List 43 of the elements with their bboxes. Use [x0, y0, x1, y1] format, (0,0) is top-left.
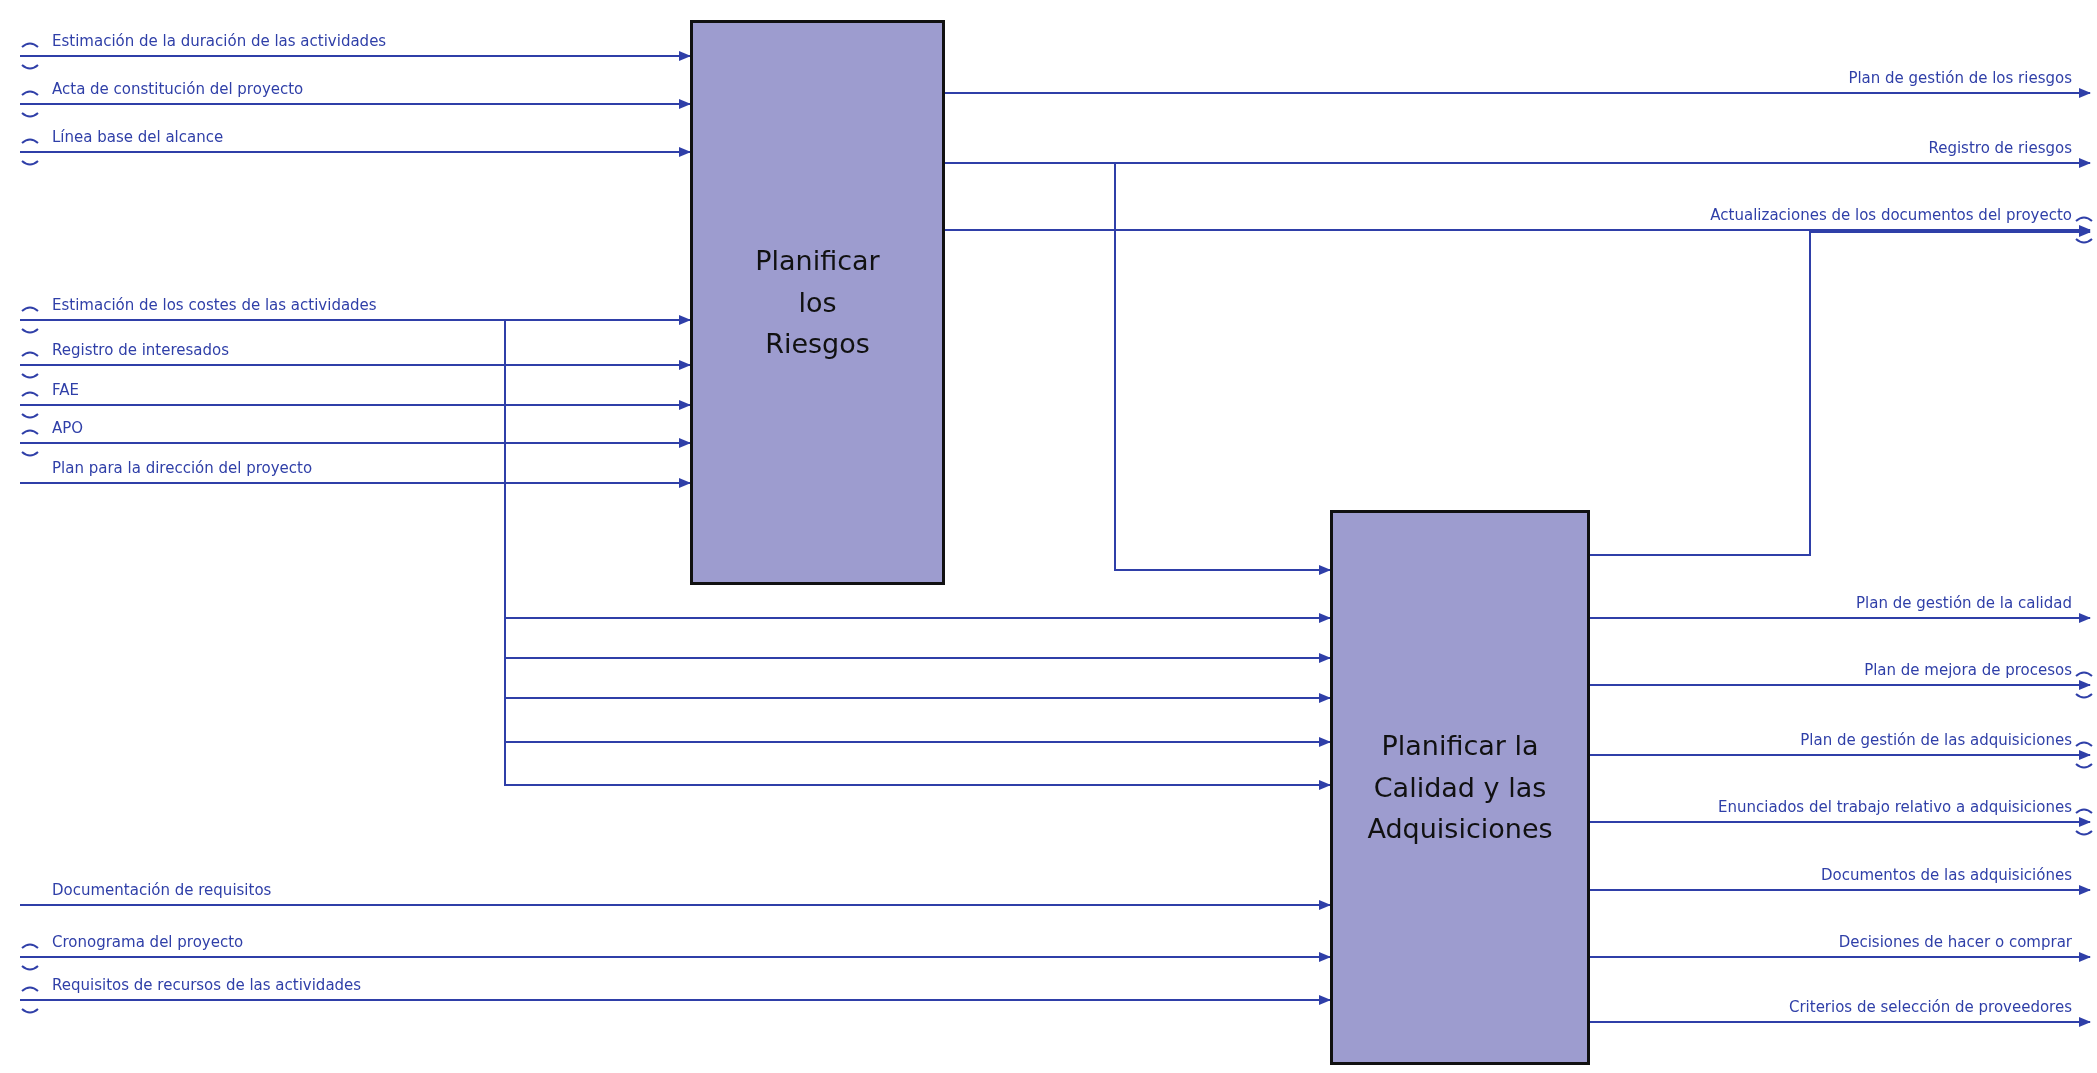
edge-label: Acta de constitución del proyecto: [52, 80, 304, 98]
edge-label: Línea base del alcance: [52, 128, 224, 146]
arrow: [19, 360, 691, 370]
arrow: [19, 99, 691, 109]
process-box: Planificar la Calidad y las Adquisiciones: [1330, 510, 1590, 1065]
arrow: [19, 478, 691, 488]
arrow: [1589, 952, 2091, 962]
edge-label: Criterios de selección de proveedores: [1788, 998, 2072, 1016]
arrow: [1589, 613, 2091, 623]
arrow: [1589, 817, 2091, 827]
edge-label: Actualizaciones de los documentos del proyecto: [1710, 206, 2072, 224]
arrow: [19, 51, 691, 61]
edge-label: Decisiones de hacer o comprar: [1838, 933, 2072, 951]
arrow: [1589, 1017, 2091, 1027]
edge-label: Documentos de las adquisiciónes: [1821, 866, 2072, 884]
edge-label: Cronograma del proyecto: [52, 933, 244, 951]
arrow: [504, 319, 1331, 623]
arrow: [19, 995, 1331, 1005]
arrow: [19, 400, 691, 410]
arrow: [19, 315, 691, 325]
edge-label: Estimación de los costes de las actividades: [52, 296, 377, 314]
edge-label: Plan de gestión de la calidad: [1856, 594, 2072, 612]
arrow: [1589, 885, 2091, 895]
arrow: [1589, 680, 2091, 690]
arrow: [19, 900, 1331, 910]
edge-label: FAE: [52, 381, 79, 399]
edge-label: Plan de mejora de procesos: [1864, 661, 2072, 679]
arrow: [1589, 750, 2091, 760]
process-box: Planificar los Riesgos: [690, 20, 945, 585]
edge-label: Plan de gestión de los riesgos: [1848, 69, 2072, 87]
edge-label: APO: [52, 419, 84, 437]
edge-label: Enunciados del trabajo relativo a adquisiciones: [1718, 798, 2072, 816]
arrow: [19, 438, 691, 448]
arrow: [19, 147, 691, 157]
edge-label: Requisitos de recursos de las actividades: [52, 976, 362, 994]
edge-label: Plan de gestión de las adquisiciones: [1800, 731, 2072, 749]
edge-label: Registro de riesgos: [1928, 139, 2072, 157]
arrow: [944, 88, 2091, 98]
edge-label: Registro de interesados: [52, 341, 230, 359]
edge-label: Documentación de requisitos: [52, 881, 272, 899]
edge-label: Estimación de la duración de las actividades: [52, 32, 387, 50]
arrow: [19, 952, 1331, 962]
edge-label: Plan para la dirección del proyecto: [52, 459, 313, 477]
